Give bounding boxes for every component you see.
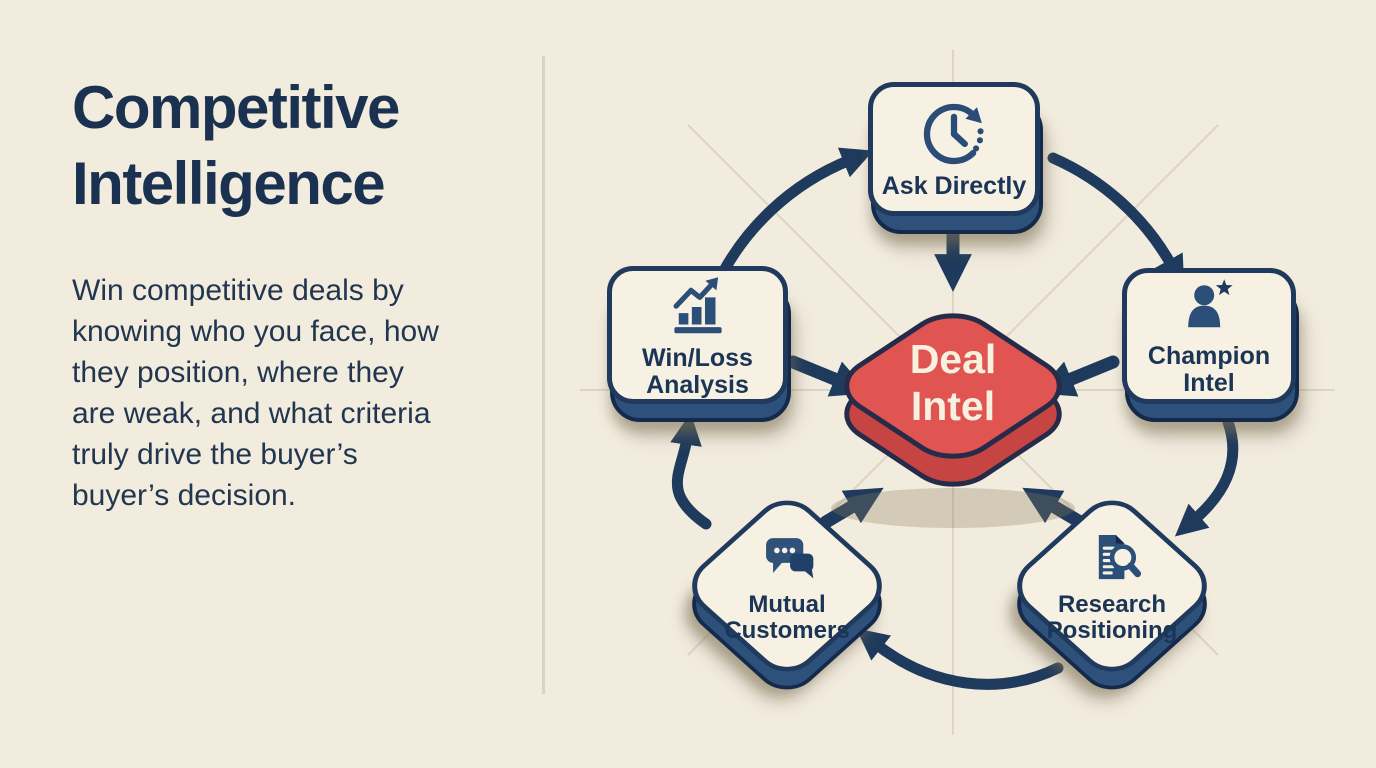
bar-chart-arrow-icon [673, 276, 722, 333]
title-line: Intelligence [72, 150, 386, 217]
hub-label: Deal Intel [909, 336, 997, 429]
arrow-mutual-to-hub [819, 487, 884, 529]
arrow-mutual-to-winloss [670, 413, 712, 530]
node-label: Ask Directly [881, 172, 1027, 200]
clock-arrow-icon [923, 103, 984, 165]
node-mutual-customers: Mutual Customers [678, 487, 896, 703]
intro-line: Win competitive deals by [72, 274, 404, 307]
node-win-loss-analysis: Win/Loss Analysis [607, 266, 791, 422]
deal-intel-hub [829, 304, 1078, 528]
panel-divider [542, 56, 545, 694]
page-title: Competitive Intelligence [72, 70, 400, 222]
node-champion-intel: Champion Intel [1122, 268, 1299, 422]
cycle-arrows [670, 147, 1239, 690]
document-magnifier-icon [1098, 534, 1142, 580]
node-label: Research Positioning [1046, 590, 1178, 644]
arrow-winloss-to-hub [786, 355, 870, 397]
arrow-champion-to-research [1174, 416, 1239, 537]
intro-line: buyer’s decision. [72, 479, 297, 512]
node-label: Win/Loss Analysis [642, 343, 753, 399]
intro-text: Win competitive deals by knowing who you… [72, 270, 439, 516]
arrow-winloss-to-ask [710, 147, 874, 292]
node-research-positioning: Research Positioning [1003, 487, 1221, 703]
hub-arrows [786, 223, 1120, 529]
arrow-research-to-mutual [856, 628, 1064, 690]
intro-line: they position, where they [72, 356, 404, 389]
hub-top-face [829, 304, 1078, 468]
intro-line: truly drive the buyer’s [72, 438, 358, 471]
person-star-icon [1188, 278, 1233, 327]
arrow-ask-to-champion [1047, 152, 1185, 289]
node-ask-directly: Ask Directly [868, 82, 1043, 234]
title-line: Competitive [72, 74, 400, 141]
node-label: Champion Intel [1147, 341, 1271, 397]
node-label: Mutual Customers [724, 590, 850, 644]
chat-bubbles-icon [766, 538, 814, 579]
intro-line: are weak, and what criteria [72, 397, 431, 430]
intro-line: knowing who you face, how [72, 315, 439, 348]
left-panel: Competitive Intelligence Win competitive… [0, 0, 543, 768]
arrow-champion-to-hub [1036, 355, 1120, 397]
arrow-research-to-hub [1022, 487, 1087, 529]
